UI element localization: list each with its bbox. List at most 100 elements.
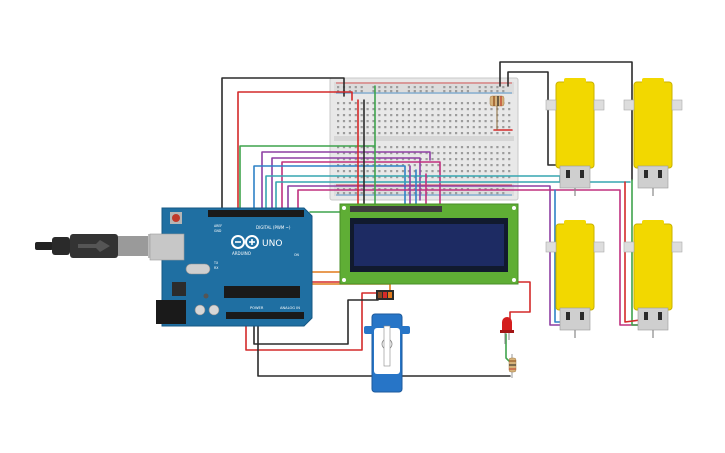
breadboard-hole	[396, 170, 399, 173]
breadboard-hole	[372, 126, 375, 129]
breadboard-hole	[354, 164, 357, 167]
breadboard-hole	[502, 176, 505, 179]
breadboard-hole	[413, 152, 416, 155]
breadboard-hole	[348, 120, 351, 123]
breadboard-hole	[384, 170, 387, 173]
breadboard-hole	[455, 114, 458, 117]
breadboard-hole	[431, 132, 434, 135]
breadboard-hole	[419, 102, 422, 105]
breadboard-hole	[401, 170, 405, 173]
wire-blue-motor	[554, 189, 563, 323]
breadboard-hole	[407, 158, 410, 161]
breadboard-rail-hole	[455, 86, 458, 89]
breadboard-hole	[390, 108, 393, 111]
breadboard-rail-hole	[413, 86, 416, 89]
breadboard-rail-hole	[484, 188, 487, 191]
breadboard-rail-hole	[425, 86, 428, 89]
breadboard-hole	[342, 164, 346, 167]
breadboard-hole	[360, 152, 363, 155]
gear-motor-part	[637, 165, 669, 189]
breadboard-hole	[396, 108, 399, 111]
breadboard-hole	[413, 158, 416, 161]
board-rx-label: RX	[214, 266, 219, 270]
breadboard-hole	[437, 114, 440, 117]
breadboard-hole	[384, 108, 387, 111]
wire-black-right-top	[499, 61, 633, 181]
breadboard-rail-hole	[460, 188, 464, 191]
breadboard-hole	[460, 120, 464, 123]
gear-motor-part	[564, 78, 586, 86]
arduino-logo-icon	[231, 235, 259, 249]
breadboard-hole	[460, 176, 464, 179]
breadboard-hole	[508, 102, 511, 105]
breadboard-hole	[472, 120, 475, 123]
gear-motor	[623, 220, 683, 338]
breadboard-hole	[401, 164, 405, 167]
breadboard-rail-hole	[443, 90, 446, 93]
breadboard-rail-hole	[396, 192, 399, 195]
gear-motor-part	[658, 312, 662, 320]
breadboard-hole	[413, 126, 416, 129]
breadboard-hole	[466, 114, 469, 117]
breadboard-rail-hole	[360, 192, 363, 195]
breadboard-hole	[396, 120, 399, 123]
breadboard-rail-hole	[390, 86, 393, 89]
gear-motor-part	[564, 220, 586, 228]
breadboard-hole	[484, 170, 487, 173]
breadboard-rail-hole	[348, 86, 351, 89]
breadboard-hole	[478, 126, 481, 129]
breadboard-hole	[401, 108, 405, 111]
breadboard-hole	[508, 164, 511, 167]
breadboard-rail-hole	[449, 188, 452, 191]
breadboard-hole	[490, 126, 493, 129]
breadboard-rail-hole	[390, 188, 393, 191]
breadboard-hole	[437, 176, 440, 179]
breadboard-hole	[502, 170, 505, 173]
breadboard-rail-hole	[378, 90, 381, 93]
breadboard-hole	[472, 126, 475, 129]
breadboard-hole	[455, 158, 458, 161]
breadboard-hole	[431, 108, 434, 111]
breadboard-hole	[372, 170, 375, 173]
breadboard-rail-hole	[484, 86, 487, 89]
breadboard-hole	[425, 132, 428, 135]
breadboard-hole	[348, 176, 351, 179]
breadboard-hole	[372, 108, 375, 111]
breadboard-hole	[466, 108, 469, 111]
breadboard-hole	[372, 120, 375, 123]
breadboard-hole	[342, 132, 346, 135]
breadboard-hole	[384, 102, 387, 105]
breadboard-hole	[337, 164, 340, 167]
breadboard-rail-hole	[354, 90, 357, 93]
breadboard-rail-hole	[443, 86, 446, 89]
breadboard-hole	[354, 114, 357, 117]
breadboard-rail-hole	[384, 188, 387, 191]
breadboard-hole	[490, 108, 493, 111]
usb-cable	[35, 234, 168, 258]
breadboard-hole	[460, 114, 464, 117]
breadboard-hole	[449, 152, 452, 155]
breadboard-hole	[360, 108, 363, 111]
breadboard-hole	[449, 170, 452, 173]
breadboard-hole	[478, 164, 481, 167]
lcd-16x2	[339, 203, 519, 285]
gear-motor-part	[559, 307, 591, 331]
breadboard-hole	[342, 146, 346, 149]
breadboard-rail-hole	[337, 192, 340, 195]
gear-motor-part	[644, 170, 648, 178]
breadboard-hole	[508, 146, 511, 149]
breadboard-rail-hole	[502, 188, 505, 191]
breadboard-hole	[455, 170, 458, 173]
breadboard-hole	[484, 132, 487, 135]
breadboard-rail-hole	[431, 90, 434, 93]
breadboard-hole	[437, 152, 440, 155]
breadboard-hole	[478, 146, 481, 149]
breadboard-hole	[378, 102, 381, 105]
breadboard-hole	[372, 102, 375, 105]
breadboard-hole	[508, 132, 511, 135]
breadboard-hole	[484, 120, 487, 123]
breadboard-hole	[460, 152, 464, 155]
breadboard-hole	[472, 146, 475, 149]
breadboard-hole	[390, 102, 393, 105]
